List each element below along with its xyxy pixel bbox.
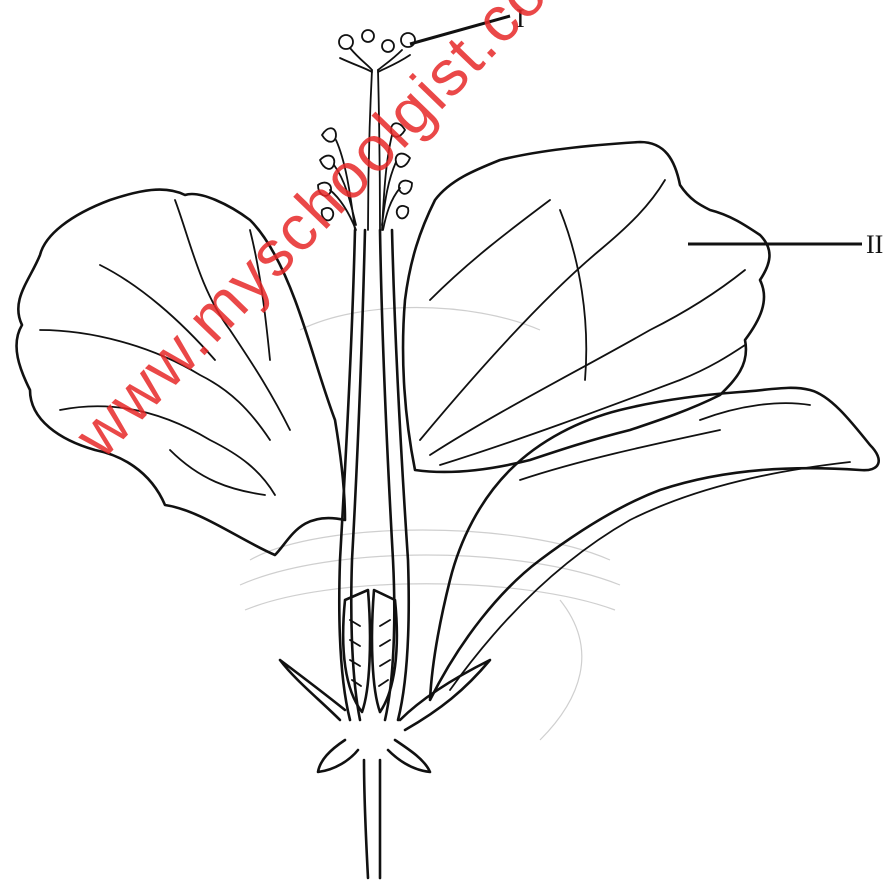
stamens: [318, 123, 412, 230]
label-part-2: II: [866, 232, 883, 258]
background-bleed-through: [240, 308, 620, 741]
stigma: [339, 30, 415, 72]
right-lower-petal: [430, 388, 879, 700]
left-petal: [17, 190, 345, 555]
calyx-and-pedicel: [280, 660, 490, 878]
staminal-column: [339, 70, 408, 720]
right-upper-petal: [403, 142, 769, 472]
label-part-1: I: [516, 6, 525, 32]
pointer-line-1: [410, 16, 510, 44]
